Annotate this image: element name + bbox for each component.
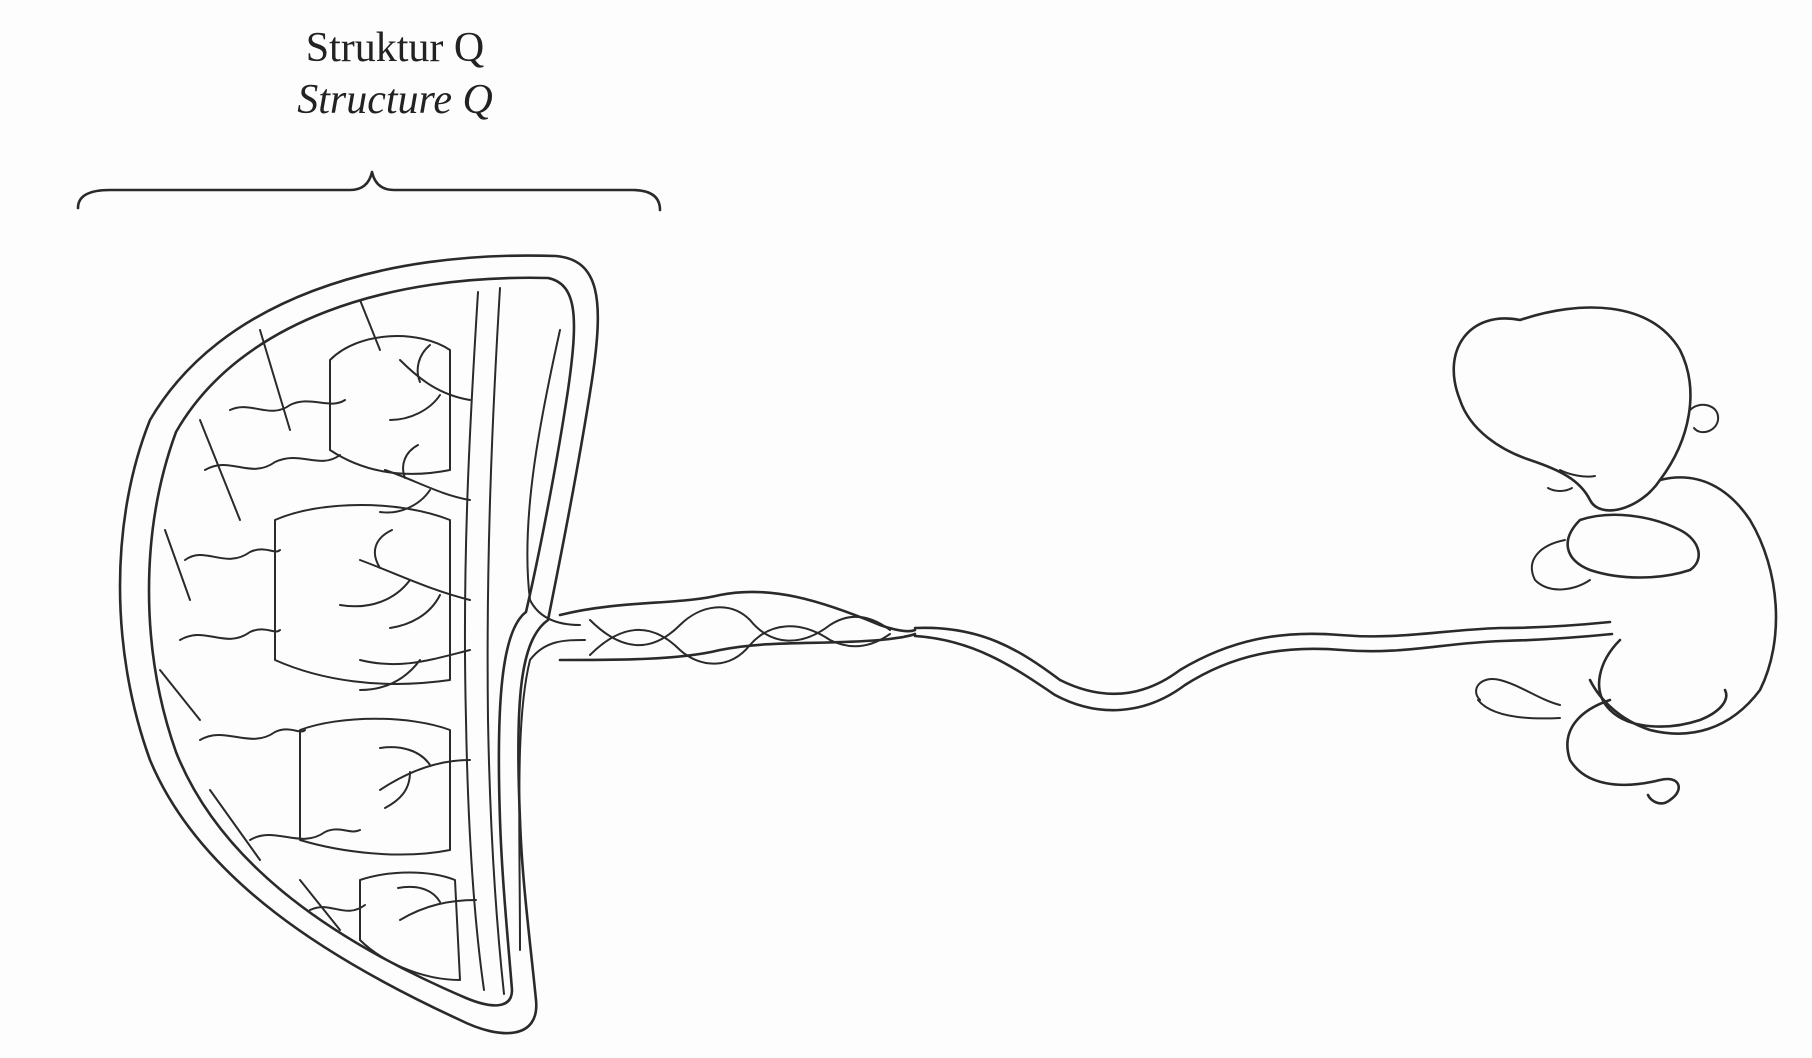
maternal-vessel-3 [185,549,280,560]
chorionic-plate-right [488,288,504,994]
septum-4 [160,670,200,720]
villus-tree-2 [380,445,470,513]
chorionic-plate-left [465,292,484,990]
placenta-outer-wall [120,256,598,1034]
villus-tree-5 [380,747,470,808]
fetus [1454,308,1776,804]
umbilical-cord [560,592,1612,710]
cotyledon-2 [275,505,450,684]
villus-tree-6 [398,887,476,920]
septum-7 [360,300,380,350]
maternal-vessel-4 [180,629,280,640]
placenta-inner-wall [149,278,574,1006]
maternal-vessel-2 [205,455,340,470]
septum-3 [165,530,190,600]
villus-tree-1 [390,345,470,420]
maternal-vessel-6 [250,829,360,840]
maternal-vessel-1 [230,400,345,411]
fetus-foot [1476,679,1560,718]
placenta [120,256,598,1034]
cord-coil-1 [590,607,890,645]
cotyledon-4 [360,873,460,981]
septum-1 [260,330,290,430]
septum-6 [300,880,340,930]
fetus-head [1454,308,1691,511]
cord-wavy-top [915,622,1610,694]
fetal-vessel-lower [519,640,585,950]
maternal-vessel-5 [200,729,305,740]
maternal-vessel-7 [310,905,365,911]
fetus-ear [1690,405,1718,432]
structure-q-brace [78,172,660,210]
fetus-arm [1568,515,1699,578]
cord-wavy-bottom [915,634,1612,710]
